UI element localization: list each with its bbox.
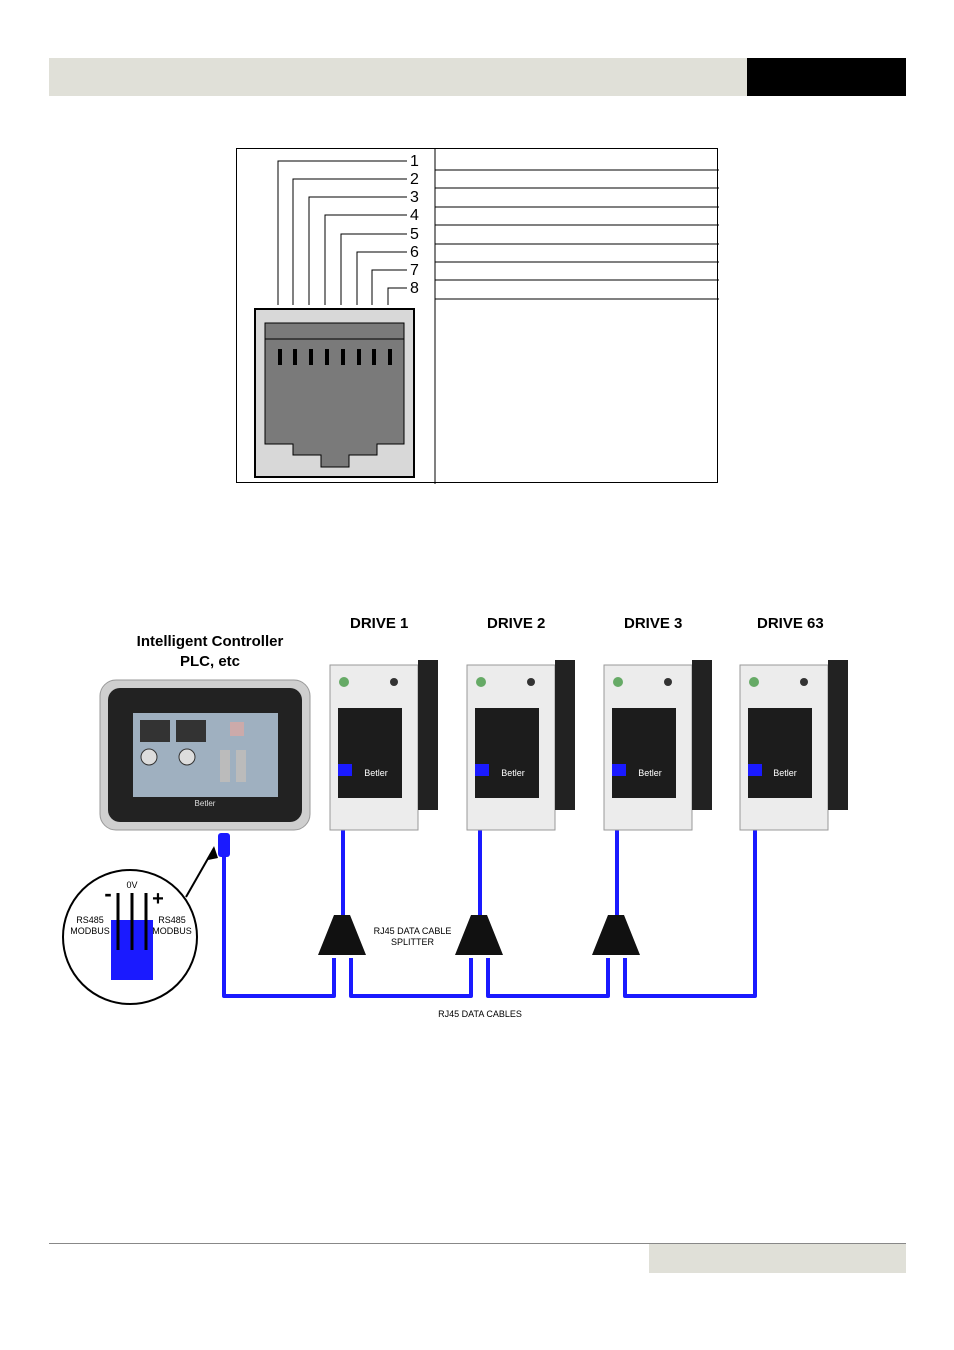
inset-right-label-line2: MODBUS [148, 926, 196, 936]
drive-brand-63: Betler [765, 768, 805, 778]
drive-label-63: DRIVE 63 [757, 615, 824, 632]
inset-minus: - [100, 883, 116, 905]
drive-label-3: DRIVE 3 [624, 615, 682, 632]
controller-connector [218, 833, 230, 857]
drive-unit-4 [740, 660, 848, 830]
inset-right-label-line1: RS485 [148, 915, 196, 925]
drive-brand-2: Betler [493, 768, 533, 778]
cable-controller [224, 852, 334, 996]
inset-left-label-line1: RS485 [66, 915, 114, 925]
drive-unit-1 [330, 660, 438, 830]
inset-left-label-line2: MODBUS [66, 926, 114, 936]
drive-label-1: DRIVE 1 [350, 615, 408, 632]
inset-0v: 0V [120, 880, 144, 890]
cable-seg-1-2 [351, 958, 471, 996]
drive-brand-3: Betler [630, 768, 670, 778]
drive-label-2: DRIVE 2 [487, 615, 545, 632]
controller-label-line2: PLC, etc [120, 653, 300, 670]
inset-plus: + [150, 889, 166, 909]
footer-block [649, 1244, 906, 1273]
cables-label: RJ45 DATA CABLES [420, 1009, 540, 1019]
cable-seg-2-3 [488, 958, 608, 996]
controller-label-line1: Intelligent Controller [120, 633, 300, 650]
splitter-label-line2: SPLITTER [360, 937, 465, 947]
splitter-1 [318, 915, 366, 955]
splitter-3 [592, 915, 640, 955]
controller-brand: Betler [175, 799, 235, 808]
drive-unit-2 [467, 660, 575, 830]
drive-brand-1: Betler [356, 768, 396, 778]
drive-unit-3 [604, 660, 712, 830]
wiring-inset [63, 846, 218, 1004]
splitter-label-line1: RJ45 DATA CABLE [360, 926, 465, 936]
